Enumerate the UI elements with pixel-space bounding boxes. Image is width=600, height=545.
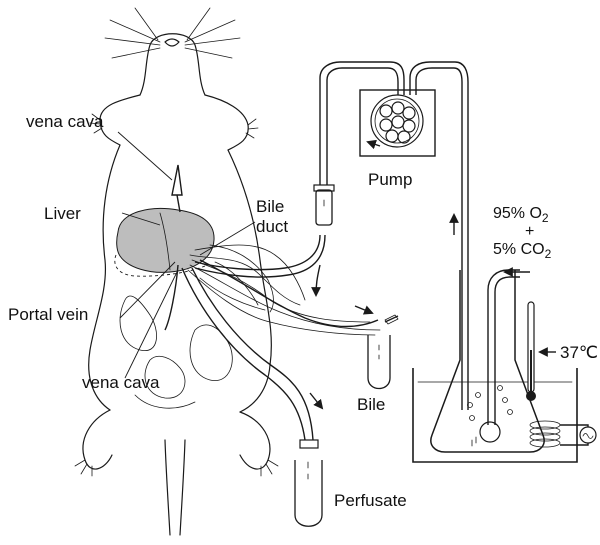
flask-stir-dashes	[471, 436, 477, 447]
pump-rotor-inner-ring	[374, 98, 420, 144]
rat-right-paw	[245, 118, 259, 139]
rat-right-hindlimb	[239, 411, 271, 470]
pump-tubing-right-inner	[415, 67, 463, 410]
label-bile-duct-line1: Bile	[256, 197, 284, 216]
gas-sparger	[479, 421, 501, 443]
heater-power-source	[579, 426, 597, 444]
perfusate-tube-body	[294, 460, 323, 527]
outflow-tip	[299, 439, 319, 449]
rat-body	[74, 7, 279, 536]
leader-vena-cava-top	[117, 131, 173, 181]
inflow-tube-to-liver-inner	[194, 234, 326, 278]
leader-lines	[117, 131, 256, 379]
bile-outflow-tube	[199, 259, 379, 328]
rat-nose	[164, 38, 180, 47]
leader-vena-cava-bottom	[124, 269, 179, 379]
gas-inlet-tube-inner	[494, 276, 520, 425]
perfusate-collection-tube	[294, 392, 324, 527]
heater-ac-symbol	[582, 433, 594, 439]
rat-pelvis-line	[134, 394, 196, 409]
bubble-trap-cap	[313, 184, 335, 192]
gas-o2-text: 95% O	[493, 205, 542, 222]
pump-direction-arrow	[366, 139, 381, 150]
label-liver: Liver	[44, 204, 81, 223]
label-temperature: 37℃	[560, 343, 598, 362]
water-bath	[412, 267, 597, 463]
pump-tubing-right	[409, 61, 469, 410]
bile-flow-arrow	[354, 305, 374, 315]
pump-rotor-ring	[370, 94, 424, 148]
rat-head-outline	[149, 33, 206, 96]
rat-right-foot	[260, 459, 279, 477]
rat-tail	[164, 439, 171, 536]
liver-dashed-outline	[114, 254, 206, 277]
label-vena-cava-bottom: vena cava	[82, 373, 160, 392]
label-bile: Bile	[357, 395, 385, 414]
bubble-trap	[315, 189, 333, 226]
label-pump: Pump	[368, 170, 412, 189]
rat-left-foot	[74, 459, 93, 477]
rat-intestine-right	[189, 324, 233, 382]
rat-right-forelimb	[204, 94, 249, 151]
leader-liver	[121, 212, 161, 226]
label-portal-vein: Portal vein	[8, 305, 88, 324]
liver-lobe-line	[159, 212, 171, 271]
gas-mixture-label: 95% O2 + 5% CO2	[493, 205, 552, 261]
heating-coil	[529, 420, 561, 448]
thermometer-mercury	[530, 350, 532, 392]
rat-intestine-lower	[144, 355, 186, 399]
gas-plus: +	[525, 223, 534, 240]
gas-o2-subscript: 2	[542, 211, 549, 225]
bile-duct-bundle	[187, 244, 381, 336]
gas-co2-text: 5% CO	[493, 241, 545, 258]
rat-left-hindlimb	[82, 409, 113, 470]
flask-bubbles	[467, 385, 513, 421]
bile-collection-tube	[354, 305, 391, 390]
pump	[359, 89, 436, 157]
rat-tail-right	[179, 439, 186, 536]
rat-whiskers	[104, 7, 241, 59]
rat-torso-right	[227, 149, 272, 413]
inflow-tube-to-liver	[194, 234, 321, 271]
pump-tubing-left-inner	[326, 67, 399, 185]
leader-bile-duct	[199, 221, 256, 256]
rat-left-forelimb	[99, 94, 141, 146]
gas-co2-line: 5% CO2	[493, 241, 552, 261]
label-perfusate: Perfusate	[334, 491, 407, 510]
rat-head-outline-left	[139, 44, 151, 96]
label-vena-cava-top: vena cava	[26, 112, 104, 131]
vena-cava-top-vessel	[171, 164, 183, 196]
perfusate-flow-arrow	[309, 392, 324, 410]
vena-cava-top-stem	[176, 194, 181, 213]
bile-tube-clip	[384, 314, 399, 325]
pump-tubing-left	[319, 61, 405, 185]
liver-shape	[116, 207, 215, 273]
bile-tube-body	[367, 335, 391, 390]
leader-portal-vein	[119, 261, 176, 319]
inflow-direction-arrow	[311, 264, 321, 297]
water-bath-tank	[412, 368, 578, 463]
gas-o2-line: 95% O2	[493, 205, 549, 225]
rat-torso-left	[88, 144, 121, 411]
vena-cava-outflow-tube	[181, 267, 306, 441]
thermometer-bulb	[526, 391, 536, 401]
rat-left-paw	[89, 113, 103, 134]
rat-intestine-left	[119, 295, 157, 351]
pump-rollers	[379, 101, 416, 144]
label-bile-duct-line2: duct	[256, 217, 288, 236]
vena-cava-outflow-tube-inner	[191, 267, 314, 441]
gas-co2-subscript: 2	[545, 247, 552, 261]
bile-tube-end	[384, 315, 399, 323]
